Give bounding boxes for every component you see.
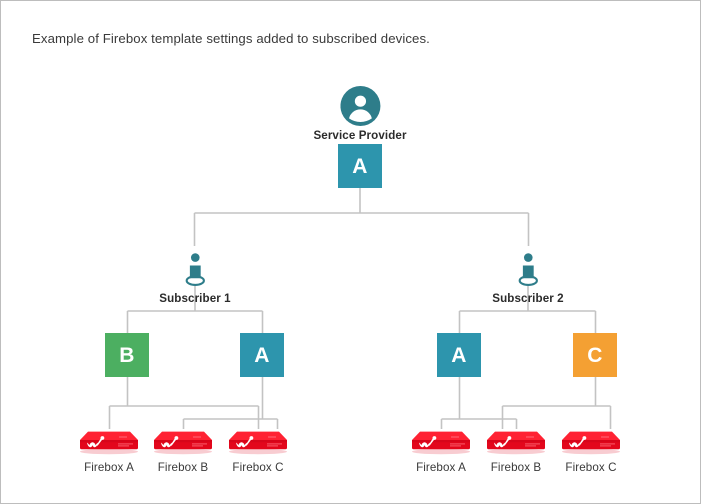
- firebox-icon: [229, 431, 287, 455]
- template-box-letter: A: [352, 154, 368, 178]
- template-box-letter: A: [451, 343, 467, 367]
- firebox-icon: [80, 431, 138, 455]
- template-box-letter: C: [587, 343, 603, 367]
- device-label: Firebox B: [490, 461, 542, 474]
- firebox-icon: [154, 431, 212, 455]
- device-node-s2-firebox-a[interactable]: Firebox A: [410, 429, 472, 474]
- device-node-s1-firebox-a[interactable]: Firebox A: [78, 429, 140, 474]
- template-box-s1-a[interactable]: A: [240, 333, 284, 377]
- user-circle-icon: [340, 86, 380, 126]
- user-location-icon: [518, 253, 538, 286]
- device-node-s1-firebox-b[interactable]: Firebox B: [152, 429, 214, 474]
- device-node-s2-firebox-c[interactable]: Firebox C: [560, 429, 622, 474]
- template-box-provider-a[interactable]: A: [338, 144, 382, 188]
- service-provider-node: Service Provider: [313, 86, 406, 142]
- device-node-s2-firebox-b[interactable]: Firebox B: [485, 429, 547, 474]
- template-box-letter: A: [254, 343, 270, 367]
- subscriber-2-label: Subscriber 2: [492, 292, 564, 305]
- device-label: Firebox A: [416, 461, 466, 474]
- subscriber-1-node: Subscriber 1: [159, 249, 231, 305]
- device-label: Firebox C: [232, 461, 284, 474]
- page-caption: Example of Firebox template settings add…: [32, 31, 430, 46]
- template-box-s1-b[interactable]: B: [105, 333, 149, 377]
- firebox-icon: [562, 431, 620, 455]
- device-label: Firebox B: [157, 461, 209, 474]
- firebox-icon: [412, 431, 470, 455]
- user-location-icon: [185, 253, 205, 286]
- device-label: Firebox A: [84, 461, 134, 474]
- device-node-s1-firebox-c[interactable]: Firebox C: [227, 429, 289, 474]
- template-box-s2-a[interactable]: A: [437, 333, 481, 377]
- template-box-s2-c[interactable]: C: [573, 333, 617, 377]
- template-box-letter: B: [119, 343, 135, 367]
- device-label: Firebox C: [565, 461, 617, 474]
- subscriber-2-node: Subscriber 2: [492, 249, 564, 305]
- firebox-icon: [487, 431, 545, 455]
- service-provider-label: Service Provider: [313, 129, 407, 142]
- subscriber-1-label: Subscriber 1: [159, 292, 231, 305]
